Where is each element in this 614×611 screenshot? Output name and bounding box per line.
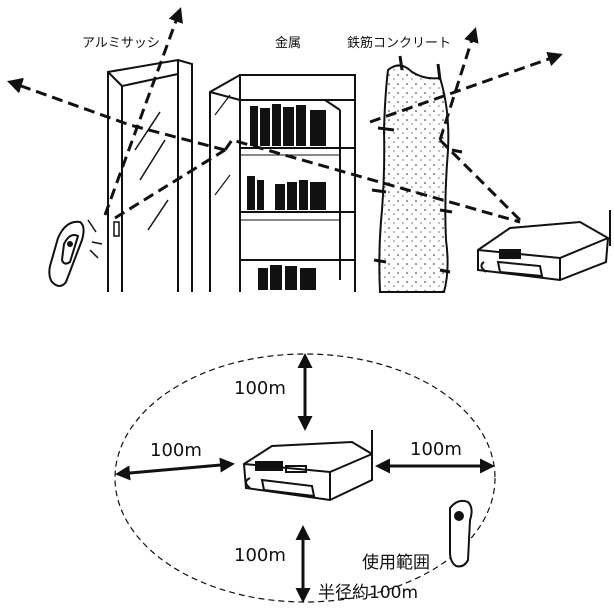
top-scene — [7, 7, 611, 293]
distance-label-left: 100m — [150, 440, 202, 461]
cordless-handset-bottom — [449, 499, 473, 568]
signal-arrows-top — [7, 7, 563, 224]
fax-machine-center — [242, 430, 373, 502]
range-title: 使用範囲 — [362, 553, 430, 573]
metal-bookshelf — [209, 74, 356, 292]
cordless-handset-top — [48, 219, 103, 287]
arrow-left — [115, 457, 235, 481]
range-diagram — [114, 353, 496, 603]
label-metal: 金属 — [275, 36, 302, 51]
label-reinforced-concrete: 鉄筋コンクリート — [347, 36, 452, 51]
fax-machine-top — [477, 210, 611, 282]
reinforced-concrete-wall — [371, 55, 463, 293]
distance-label-right: 100m — [410, 439, 462, 460]
range-boundary-ellipse — [114, 353, 496, 603]
label-aluminum-sash: アルミサッシ — [82, 36, 160, 51]
range-radius: 半径約100m — [318, 583, 419, 603]
distance-label-bottom: 100m — [234, 545, 286, 566]
distance-label-top: 100m — [234, 378, 286, 399]
